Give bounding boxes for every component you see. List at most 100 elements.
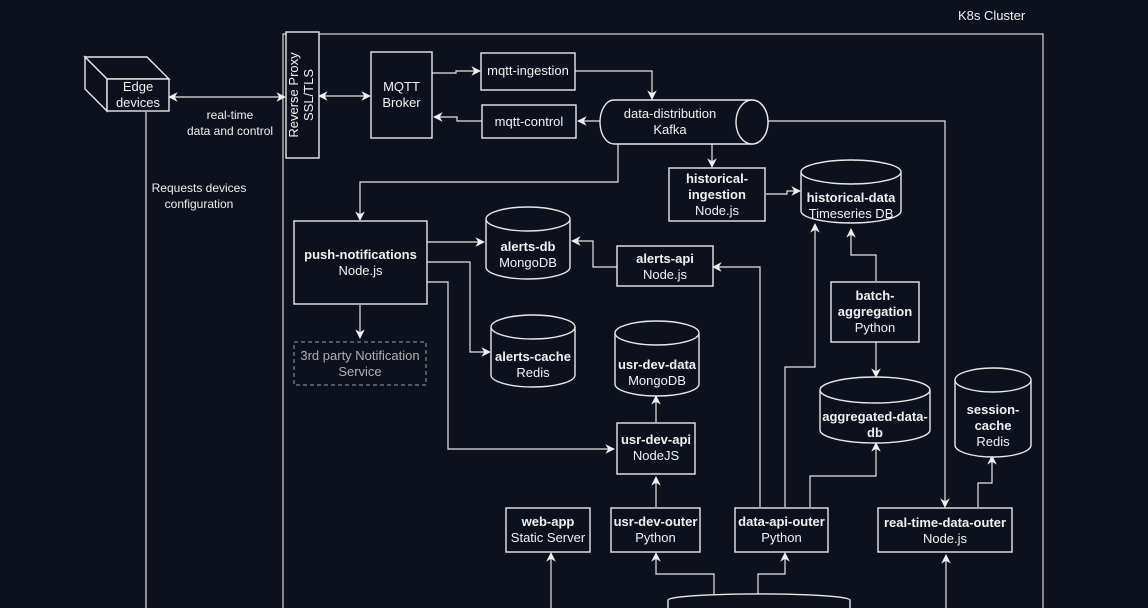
historical-ingestion-box[interactable] bbox=[668, 167, 766, 222]
mqtt-broker-box[interactable] bbox=[370, 51, 433, 139]
historical-data-tech: Timeseries DB bbox=[808, 206, 894, 221]
edge-bottom-data-api bbox=[757, 552, 790, 598]
edge-devices-line1: Edge bbox=[122, 79, 154, 94]
push-notifications-box[interactable] bbox=[293, 220, 428, 305]
third-party-box[interactable] bbox=[293, 341, 427, 386]
session-cache-title1: session- bbox=[966, 402, 1020, 417]
batch-aggregation-label: batch- aggregation Python bbox=[831, 288, 919, 336]
usr-dev-data-cylinder[interactable] bbox=[614, 320, 700, 397]
third-party-label: 3rd party Notification Service bbox=[294, 348, 426, 380]
edge-devices-label: Edge devices bbox=[107, 79, 169, 111]
edge-control-broker bbox=[433, 112, 482, 122]
usr-dev-data-label: usr-dev-data MongoDB bbox=[612, 357, 702, 389]
aggregated-data-db-cylinder[interactable] bbox=[819, 376, 931, 444]
session-cache-title2: cache bbox=[974, 418, 1012, 433]
mqtt-broker-line1: MQTT bbox=[383, 79, 420, 94]
reverse-proxy-line1: Reverse Proxy bbox=[286, 52, 301, 138]
k8s-cluster-boundary bbox=[282, 33, 1044, 608]
data-api-outer-box[interactable] bbox=[734, 507, 829, 553]
mqtt-ingestion-label: mqtt-ingestion bbox=[487, 63, 569, 78]
kafka-line1: data-distribution bbox=[623, 106, 717, 121]
requests-annotation-line1: Requests devices bbox=[151, 181, 247, 195]
alerts-api-box[interactable] bbox=[616, 245, 714, 287]
alerts-cache-label: alerts-cache Redis bbox=[488, 349, 578, 381]
kafka-label: data-distribution Kafka bbox=[600, 106, 740, 138]
historical-ingestion-title1: historical- bbox=[685, 171, 749, 186]
requests-annotation-line2: configuration bbox=[164, 197, 234, 211]
usr-dev-api-label: usr-dev-api NodeJS bbox=[617, 432, 695, 464]
mqtt-ingestion-box[interactable] bbox=[480, 52, 576, 91]
edge-data-api-aggregated bbox=[809, 442, 881, 507]
historical-ingestion-tech: Node.js bbox=[694, 203, 740, 218]
batch-aggregation-box[interactable] bbox=[830, 281, 920, 343]
mqtt-control-label: mqtt-control bbox=[494, 114, 564, 129]
edges bbox=[145, 66, 997, 608]
alerts-cache-cylinder[interactable] bbox=[490, 314, 576, 388]
edge-kafka-push bbox=[355, 144, 619, 221]
session-cache-tech: Redis bbox=[976, 434, 1010, 449]
historical-ingestion-title2: ingestion bbox=[688, 187, 746, 202]
alerts-db-tech: MongoDB bbox=[499, 255, 557, 270]
edge-alerts-api-alerts-db bbox=[571, 236, 617, 268]
third-party-line1: 3rd party Notification bbox=[300, 348, 420, 363]
edge-devices-line2: devices bbox=[115, 95, 161, 110]
web-app-label: web-app Static Server bbox=[506, 514, 590, 546]
push-notifications-tech: Node.js bbox=[338, 263, 383, 278]
edge-data-api-hist-data bbox=[784, 223, 820, 507]
batch-aggregation-title2: aggregation bbox=[837, 304, 913, 319]
requests-annotation: Requests devices configuration bbox=[140, 180, 258, 212]
alerts-db-cylinder[interactable] bbox=[485, 206, 571, 280]
push-notifications-label: push-notifications Node.js bbox=[294, 247, 427, 279]
usr-dev-outer-box[interactable] bbox=[610, 507, 701, 553]
web-app-title: web-app bbox=[521, 514, 575, 529]
session-cache-cylinder[interactable] bbox=[954, 367, 1032, 458]
aggregated-data-db-label: aggregated-data- db bbox=[815, 409, 935, 441]
usr-dev-outer-label: usr-dev-outer Python bbox=[611, 514, 700, 546]
bottom-cylinder-partial bbox=[667, 593, 851, 608]
edge-devices-cube[interactable] bbox=[83, 55, 171, 113]
real-time-data-outer-box[interactable] bbox=[877, 507, 1013, 553]
realtime-annotation-line1: real-time bbox=[206, 108, 254, 122]
usr-dev-api-tech: NodeJS bbox=[632, 448, 680, 463]
kafka-line2: Kafka bbox=[653, 122, 687, 137]
alerts-db-title: alerts-db bbox=[500, 239, 556, 254]
batch-aggregation-title1: batch- bbox=[855, 288, 895, 303]
session-cache-label: session- cache Redis bbox=[955, 402, 1031, 450]
historical-data-label: historical-data Timeseries DB bbox=[796, 190, 906, 222]
alerts-cache-tech: Redis bbox=[516, 365, 550, 380]
data-api-outer-tech: Python bbox=[761, 530, 802, 545]
edge-push-usr-dev-api bbox=[427, 281, 615, 454]
real-time-data-outer-title: real-time-data-outer bbox=[883, 515, 1007, 530]
real-time-data-outer-label: real-time-data-outer Node.js bbox=[878, 515, 1012, 547]
usr-dev-data-tech: MongoDB bbox=[628, 373, 686, 388]
usr-dev-data-title: usr-dev-data bbox=[617, 357, 697, 372]
realtime-annotation: real-time data and control bbox=[180, 107, 280, 139]
web-app-box[interactable] bbox=[505, 507, 591, 553]
aggregated-data-db-title1: aggregated-data- bbox=[822, 409, 928, 424]
data-api-outer-label: data-api-outer Python bbox=[735, 514, 828, 546]
cluster-label: K8s Cluster bbox=[958, 8, 1026, 23]
edge-broker-ingestion bbox=[432, 66, 481, 76]
web-app-tech: Static Server bbox=[510, 530, 586, 545]
mqtt-broker-line2: Broker bbox=[382, 95, 421, 110]
edge-batch-hist-data bbox=[846, 228, 877, 281]
aggregated-data-db-title2: db bbox=[867, 425, 883, 440]
kafka-cylinder[interactable] bbox=[599, 99, 769, 145]
usr-dev-api-box[interactable] bbox=[616, 422, 696, 475]
alerts-api-label: alerts-api Node.js bbox=[617, 251, 713, 283]
reverse-proxy-box[interactable] bbox=[285, 31, 320, 159]
historical-ingestion-label: historical- ingestion Node.js bbox=[669, 171, 765, 219]
historical-data-title: historical-data bbox=[806, 190, 896, 205]
edge-hist-ingestion-hist-data bbox=[766, 186, 801, 196]
alerts-cache-title: alerts-cache bbox=[495, 349, 571, 364]
edge-realtime-session bbox=[977, 455, 997, 507]
alerts-api-tech: Node.js bbox=[642, 267, 688, 282]
usr-dev-outer-title: usr-dev-outer bbox=[613, 514, 698, 529]
push-notifications-title: push-notifications bbox=[304, 247, 417, 262]
realtime-annotation-line2: data and control bbox=[186, 124, 274, 138]
batch-aggregation-tech: Python bbox=[854, 320, 896, 335]
historical-data-cylinder[interactable] bbox=[800, 159, 902, 224]
mqtt-control-box[interactable] bbox=[481, 104, 577, 139]
edge-bottom-usr-outer bbox=[651, 552, 715, 598]
